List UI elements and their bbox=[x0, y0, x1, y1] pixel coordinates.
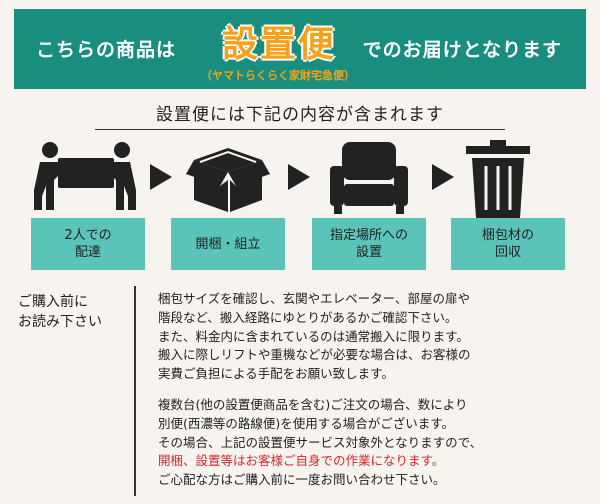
step-label-line: 開梱・組立 bbox=[195, 236, 261, 252]
notice-line: また、料金内に含まれているのは通常搬入に限ります。 bbox=[158, 328, 469, 344]
step-label-packaging: 梱包材の 回収 bbox=[451, 218, 565, 270]
armchair-icon bbox=[330, 142, 408, 214]
notice-line: ご心配な方はご購入前に一度お問い合わせ下さい。 bbox=[158, 472, 446, 488]
section-heading: 設置便には下記の内容が含まれます bbox=[156, 105, 444, 125]
notice-line: 梱包サイズを確認し、玄関やエレベーター、部屋の扉や bbox=[158, 291, 471, 306]
notice-line: その場合、上記の設置便サービス対象外となりますので、 bbox=[158, 434, 483, 450]
step-label-assembly: 開梱・組立 bbox=[171, 218, 285, 270]
banner-left-text: こちらの商品は bbox=[36, 39, 177, 61]
arrow-right-icon bbox=[432, 164, 454, 190]
notice-line: 搬入に際しリフトや重機などが必要な場合は、お客様の bbox=[158, 347, 471, 363]
step-label-line: 2人での bbox=[64, 228, 112, 243]
banner-main-text: 設置便 bbox=[221, 24, 336, 65]
step-label-line: 配達 bbox=[74, 245, 101, 260]
step-label-line: 梱包材の bbox=[481, 228, 534, 243]
notice-line: 階段など、搬入経路にゆとりがあるかご確認下さい。 bbox=[158, 309, 458, 325]
notice-warning-line: 開梱、設置等はお客様ご自身での作業になります。 bbox=[158, 453, 445, 469]
notice-divider bbox=[134, 286, 136, 496]
notice-title: ご購入前に お読み下さい bbox=[18, 292, 102, 332]
step-label-delivery: 2人での 配達 bbox=[31, 218, 145, 270]
banner: こちらの商品は 設置便 （ヤマトらくらく家財宅急便） でのお届けとなります bbox=[14, 9, 586, 89]
step-label-line: 回収 bbox=[494, 245, 521, 260]
notice-paragraph-1: 梱包サイズを確認し、玄関やエレベーター、部屋の扉や 階段など、搬入経路にゆとりが… bbox=[158, 290, 471, 384]
step-label-placement: 指定場所への 設置 bbox=[312, 218, 426, 270]
step-label-line: 設置 bbox=[355, 245, 382, 260]
notice-paragraph-2: 複数台(他の設置便商品を含む)ご注文の場合、数により 別便(西濃等の路線便)を使… bbox=[158, 396, 482, 490]
notice-line: 別便(西濃等の路線便)を使用する場合がございます。 bbox=[158, 415, 455, 431]
notice-title-line: ご購入前に bbox=[18, 294, 88, 310]
open-box-icon bbox=[186, 148, 270, 212]
banner-right-text: でのお届けとなります bbox=[362, 39, 562, 61]
trash-can-icon bbox=[466, 140, 530, 218]
arrow-right-icon bbox=[288, 164, 310, 190]
notice-line: 実費ご負担による手配をお願い致します。 bbox=[158, 366, 394, 382]
heading-rule bbox=[95, 129, 505, 130]
step-label-line: 指定場所への bbox=[329, 228, 408, 243]
notice-line: 複数台(他の設置便商品を含む)ご注文の場合、数により bbox=[158, 397, 468, 412]
notice-title-line: お読み下さい bbox=[18, 314, 102, 330]
banner-sub-text: （ヤマトらくらく家財宅急便） bbox=[201, 69, 355, 82]
arrow-right-icon bbox=[150, 164, 172, 190]
two-people-carrying-icon bbox=[34, 142, 136, 210]
